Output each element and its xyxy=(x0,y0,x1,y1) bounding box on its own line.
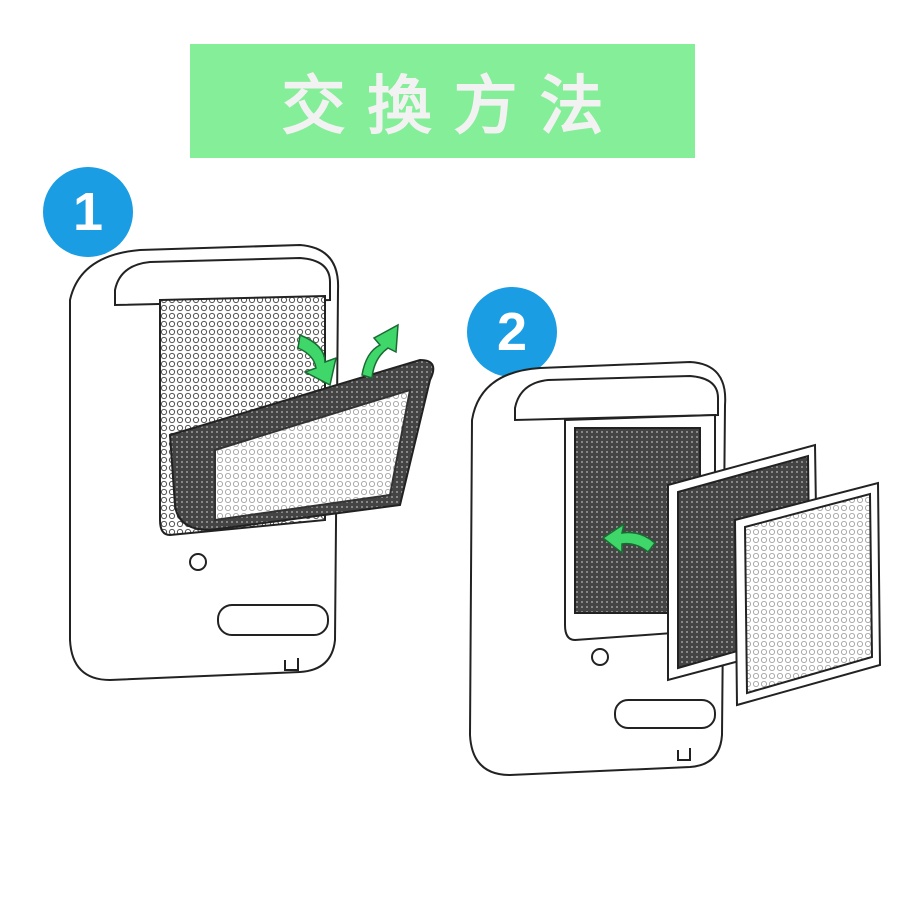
dehumidifier-step-2 xyxy=(468,360,727,777)
step-2-badge: 2 xyxy=(467,287,557,377)
mesh-filter xyxy=(733,481,882,707)
page-title: 交換方法 xyxy=(281,70,626,144)
step-1-badge: 1 xyxy=(43,167,133,257)
title-banner: 交換方法 xyxy=(190,44,695,158)
dehumidifier-step-1 xyxy=(69,243,435,682)
arrow-icon xyxy=(601,522,657,555)
arrow-icon xyxy=(297,323,399,387)
